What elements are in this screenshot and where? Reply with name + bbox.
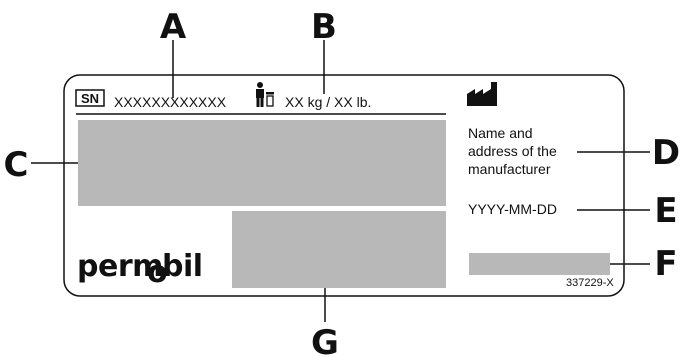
brand-part-3: bil	[162, 249, 203, 284]
callout-f: F	[654, 244, 677, 284]
callout-g: G	[311, 323, 339, 357]
placeholder-g	[232, 211, 446, 288]
serial-number: XXXXXXXXXXXX	[114, 94, 227, 110]
callout-c: C	[4, 145, 29, 185]
sn-badge-text: SN	[81, 91, 99, 106]
callout-e: E	[654, 191, 677, 231]
manufacturer-line-1: Name and	[468, 125, 533, 141]
date-format: YYYY-MM-DD	[468, 201, 557, 217]
part-number: 337229-X	[566, 277, 614, 289]
placeholder-f	[469, 253, 610, 275]
placeholder-c	[78, 120, 446, 206]
manufacturer-factory-icon	[467, 82, 497, 106]
brand-part-2: o	[147, 255, 168, 290]
person-weight-icon	[256, 82, 274, 107]
callout-d: D	[652, 133, 680, 173]
permobil-logo: perm o bil	[77, 249, 203, 290]
sn-badge-box	[75, 89, 105, 107]
manufacturer-line-3: manufacturer	[468, 161, 551, 177]
weight-text: XX kg / XX lb.	[285, 94, 371, 110]
brand-part-1: perm	[77, 249, 163, 284]
manufacturer-line-2: address of the	[468, 143, 557, 159]
